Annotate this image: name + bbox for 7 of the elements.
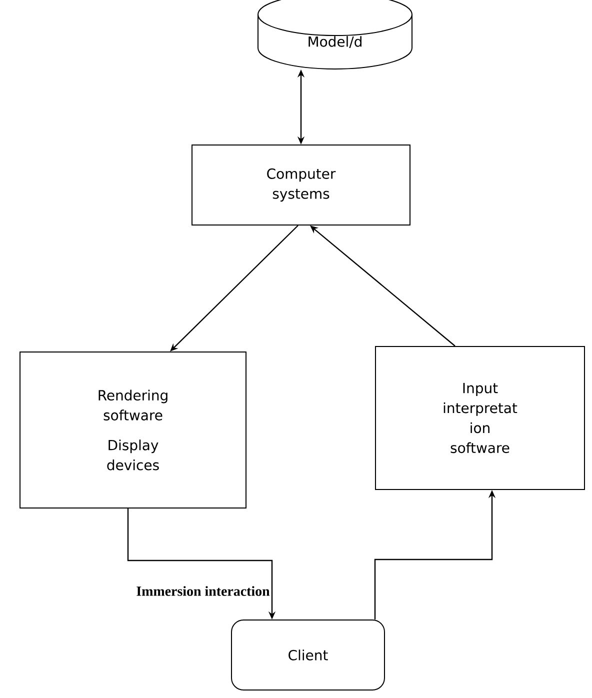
arrow (170, 225, 298, 352)
process-box: Input interpretat ion software (375, 346, 585, 490)
edge-label: Immersion interaction (135, 585, 271, 597)
process-box: Computer systems (192, 144, 410, 226)
process-box: Rendering software Display devices (20, 352, 246, 508)
terminal-box: Client (231, 620, 385, 690)
database-cylinder: Model/d (258, 0, 412, 70)
